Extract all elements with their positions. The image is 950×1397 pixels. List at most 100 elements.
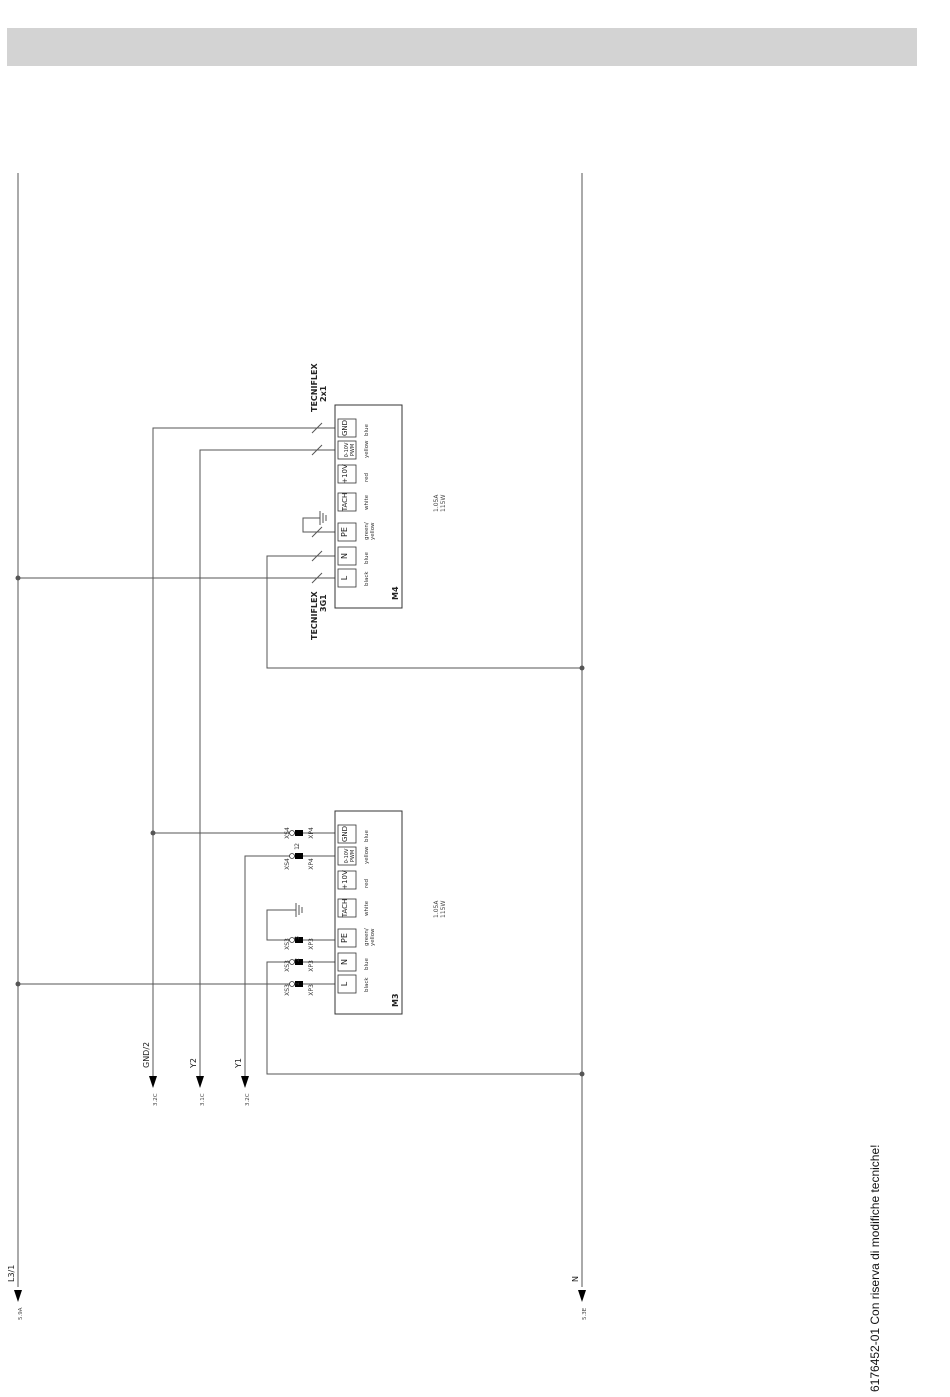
pin-label: L [340,981,349,986]
pin-label: N [340,959,349,965]
n-wire-m4 [266,555,582,669]
junction-dot [15,575,21,581]
pin-label: 0-10VPWM [344,442,356,457]
pin-label: +10V [341,464,349,484]
cable-ticks-m4 [311,422,323,584]
pin-label: N [340,553,349,559]
junction-dot [15,981,21,987]
signal-arrow-y2: Y2 3.1C [189,1058,206,1106]
junction-dot [579,1071,585,1077]
pin-cell [337,418,357,438]
pin-cell [337,522,357,542]
svg-text:XS4: XS4 [284,827,291,839]
svg-text:XS3: XS3 [284,938,291,950]
svg-text:Y2: Y2 [189,1058,198,1069]
svg-text:XP3: XP3 [308,960,315,972]
pin-cell [337,928,357,948]
signal-arrow-y1: Y1 3.2C [234,1058,251,1106]
wire-color-label: white [364,900,370,916]
svg-text:3.2C: 3.2C [153,1093,159,1106]
svg-text:1.05A: 1.05A [433,494,440,512]
rating-m4: 1.05A 115W [433,494,447,512]
junction-dot [150,830,156,836]
document-footer: 6176452-01 Con riserva di modifiche tecn… [868,1144,882,1392]
rating-m3: 1.05A 115W [433,900,447,918]
connector-label-n: XS3 2 XP3 [284,958,315,972]
connector-label-pe: XS3 3 XP3 [284,936,315,950]
svg-text:GND/2: GND/2 [142,1042,151,1068]
wire-color-label: blue [364,829,370,842]
pin-label: PE [340,933,349,943]
svg-text:1.05A: 1.05A [433,900,440,918]
pin-cell [337,952,357,972]
pin-label: L [340,575,349,580]
svg-text:2: 2 [294,843,301,847]
pin-cell [337,824,357,844]
wire-color-label: yellow [364,440,370,458]
wire-color-label: black [364,571,370,586]
pin-label: +10V [341,870,349,890]
pin-cell [337,568,357,588]
connector-label-gnd: XS4 2 XP4 [284,827,315,847]
svg-text:L3/1: L3/1 [7,1265,16,1282]
pin-cell [337,440,357,460]
signal-arrow-gnd: GND/2 3.2C [142,1042,159,1106]
pin-label: TACH [341,493,349,513]
svg-text:TECNIFLEX: TECNIFLEX [310,363,319,412]
junction-dot [579,665,585,671]
connector-label-l: XS3 1 XP3 [284,982,315,996]
header-bar [7,28,917,66]
n-wire-m3 [266,961,582,1075]
wire-color-label: blue [364,423,370,436]
svg-text:N: N [571,1276,580,1282]
pe-wire-m4 [302,517,335,533]
signal-arrow-n: N 5.3E [571,1276,588,1320]
gnd-wire [152,427,335,1087]
device-box-m3 [334,810,403,1015]
earth-symbol-m3 [295,903,303,917]
pin-label: PE [340,527,349,537]
svg-text:Y1: Y1 [234,1058,243,1069]
pin-cell [337,974,357,994]
y2-wire [199,449,335,1087]
cable-label-bottom: TECNIFLEX 3G1 [310,591,328,640]
wire-color-label: green/yellow [364,928,376,946]
wire-color-label: red [364,473,370,482]
svg-text:1: 1 [294,982,301,986]
svg-text:1: 1 [294,846,301,850]
svg-text:115W: 115W [440,495,447,512]
wire-color-label: green/yellow [364,522,376,540]
svg-text:XS3: XS3 [284,984,291,996]
wire-color-label: yellow [364,846,370,864]
svg-text:5.9A: 5.9A [18,1307,24,1320]
pin-cell [337,492,357,512]
pin-cell [337,846,357,866]
y1-wire [244,855,335,1087]
svg-text:3.2C: 3.2C [245,1093,251,1106]
pin-label: TACH [341,899,349,919]
wire-color-label: blue [364,957,370,970]
cable-label-top: TECNIFLEX 2x1 [310,363,328,412]
pin-cell [337,546,357,566]
wire-color-label: black [364,977,370,992]
pin-cell [337,870,357,890]
svg-text:2x1: 2x1 [319,385,328,402]
pin-cell [337,464,357,484]
pin-label: GND [341,826,349,842]
svg-text:XS3: XS3 [284,960,291,972]
pin-label: 0-10VPWM [344,848,356,863]
svg-text:XP4: XP4 [308,827,315,839]
svg-text:115W: 115W [440,901,447,918]
connector-label-pwm: XS4 1 XP4 [284,846,315,870]
svg-text:XS4: XS4 [284,858,291,870]
pe-wire-m3 [266,909,335,941]
svg-text:XP3: XP3 [308,938,315,950]
svg-text:2: 2 [294,958,301,962]
device-box-m4 [334,404,403,609]
svg-text:3: 3 [294,936,301,940]
earth-symbol-m4 [319,511,327,525]
svg-text:5.3E: 5.3E [582,1307,588,1320]
